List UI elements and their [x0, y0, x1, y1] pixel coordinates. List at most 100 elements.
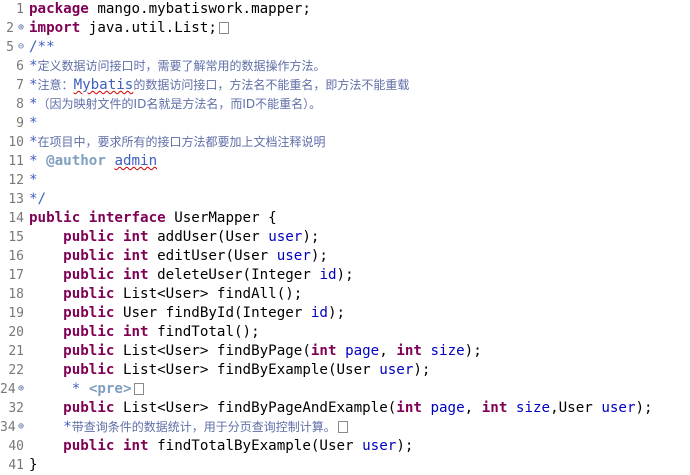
line-number: 8	[16, 97, 24, 112]
code-line[interactable]: 15 public int addUser(User user);	[0, 228, 690, 247]
line-number: 14	[8, 211, 24, 226]
code-text: public int editUser(User user);	[29, 247, 328, 266]
code-line[interactable]: 6*定义数据访问接口时，需要了解常用的数据操作方法。	[0, 57, 690, 76]
code-token	[29, 438, 63, 454]
line-number: 18	[8, 287, 24, 302]
keyword: public int	[63, 229, 149, 245]
code-line[interactable]: 8*（因为映射文件的ID名就是方法名，而ID不能重名）。	[0, 95, 690, 114]
code-text: public List<User> findByPageAndExample(i…	[29, 399, 652, 418]
code-token	[422, 343, 431, 359]
code-line[interactable]: 22 public List<User> findByExample(User …	[0, 361, 690, 380]
code-token: );	[336, 267, 354, 283]
code-line[interactable]: 18 public List<User> findAll();	[0, 285, 690, 304]
code-token: ,User	[550, 400, 602, 416]
line-number: 19	[8, 306, 24, 321]
code-text: */	[29, 190, 46, 209]
code-token: }	[29, 457, 38, 473]
comment-text: 定义数据访问接口时，需要了解常用的数据操作方法。	[37, 59, 326, 73]
code-token: User findById(Integer	[114, 305, 311, 321]
folded-region-icon[interactable]	[133, 383, 144, 395]
code-line[interactable]: 9*	[0, 114, 690, 133]
code-line[interactable]: 34⊕ *带查询条件的数据统计，用于分页查询控制计算。	[0, 418, 690, 437]
comment-text: */	[29, 191, 47, 207]
code-line[interactable]: 16 public int editUser(User user);	[0, 247, 690, 266]
code-line[interactable]: 20 public int findTotal();	[0, 323, 690, 342]
code-token: editUser(User	[148, 248, 277, 264]
code-token: List<User> findByPage(	[114, 343, 311, 359]
code-text: public int findTotal();	[29, 323, 260, 342]
line-number: 11	[8, 154, 24, 169]
code-line[interactable]: 24⊕ * <pre>	[0, 380, 690, 399]
keyword: int	[310, 343, 337, 359]
keyword: int	[396, 400, 422, 416]
collapse-fold-icon[interactable]: ⊖	[17, 41, 25, 52]
line-number: 15	[8, 230, 24, 245]
code-line[interactable]: 41}	[0, 456, 690, 475]
code-line[interactable]: 11* @author admin	[0, 152, 690, 171]
code-line[interactable]: 5⊖ /**	[0, 38, 690, 57]
code-line[interactable]: 14 public interface UserMapper {	[0, 209, 690, 228]
code-line[interactable]: 10*在项目中，要求所有的接口方法都要加上文档注释说明	[0, 133, 690, 152]
code-text: * <pre>	[29, 380, 144, 399]
line-number: 1	[16, 2, 24, 17]
parameter-name: id	[310, 305, 328, 321]
code-line[interactable]: 12*	[0, 171, 690, 190]
code-token: addUser(User	[148, 229, 269, 245]
code-line[interactable]: 19 public User findById(Integer id);	[0, 304, 690, 323]
code-line[interactable]: 7*注意：Mybatis的数据访问接口，方法名不能重名，即方法不能重载	[0, 76, 690, 95]
code-line[interactable]: 32 public List<User> findByPageAndExampl…	[0, 399, 690, 418]
parameter-name: user	[362, 438, 397, 454]
expand-fold-icon[interactable]: ⊕	[17, 421, 25, 432]
code-token	[507, 400, 516, 416]
comment-text: 注意：	[37, 78, 74, 92]
code-text: *定义数据访问接口时，需要了解常用的数据操作方法。	[29, 57, 326, 76]
parameter-name: user	[601, 400, 636, 416]
code-text: public List<User> findByExample(User use…	[29, 361, 430, 380]
parameter-name: user	[276, 248, 311, 264]
code-line[interactable]: 17 public int deleteUser(Integer id);	[0, 266, 690, 285]
code-token	[29, 267, 63, 283]
code-token: ,	[464, 400, 482, 416]
code-line[interactable]: 21 public List<User> findByPage(int page…	[0, 342, 690, 361]
parameter-name: size	[430, 343, 465, 359]
code-token	[29, 305, 63, 321]
line-number: 20	[8, 325, 24, 340]
code-token: List<User> findAll();	[114, 286, 303, 302]
code-line[interactable]: 40 public int findTotalByExample(User us…	[0, 437, 690, 456]
comment-text: （因为映射文件的ID名就是方法名，而ID不能重名）。	[37, 97, 322, 111]
parameter-name: id	[319, 267, 337, 283]
line-number: 34	[0, 420, 16, 435]
line-number: 24	[0, 382, 16, 397]
code-token: findTotal();	[148, 324, 260, 340]
line-number: 40	[8, 439, 24, 454]
line-number: 21	[8, 344, 24, 359]
line-number: 10	[8, 135, 24, 150]
code-line[interactable]: 2⊕import java.util.List;	[0, 19, 690, 38]
parameter-name: user	[268, 229, 303, 245]
line-number: 13	[8, 192, 24, 207]
spellcheck-word: Mybatis	[73, 77, 134, 93]
folded-region-icon[interactable]	[337, 421, 348, 433]
code-text: public interface UserMapper {	[29, 209, 277, 228]
expand-fold-icon[interactable]: ⊕	[17, 383, 25, 394]
code-token	[29, 381, 72, 397]
code-token: List<User> findByPageAndExample(	[114, 400, 397, 416]
javadoc-tag: @author	[46, 153, 106, 169]
parameter-name: user	[379, 362, 414, 378]
comment-text: *	[63, 419, 72, 435]
code-text: public User findById(Integer id);	[29, 304, 345, 323]
code-token	[29, 324, 63, 340]
code-token: );	[310, 248, 328, 264]
code-token	[29, 362, 63, 378]
code-line[interactable]: 13 */	[0, 190, 690, 209]
code-token: deleteUser(Integer	[148, 267, 320, 283]
code-text: /**	[29, 38, 55, 57]
expand-fold-icon[interactable]: ⊕	[17, 22, 25, 33]
folded-region-icon[interactable]	[218, 22, 229, 34]
keyword: int	[481, 400, 508, 416]
keyword: public	[63, 286, 115, 302]
line-number: 5	[6, 40, 14, 55]
code-token: List<User> findByExample(User	[114, 362, 380, 378]
